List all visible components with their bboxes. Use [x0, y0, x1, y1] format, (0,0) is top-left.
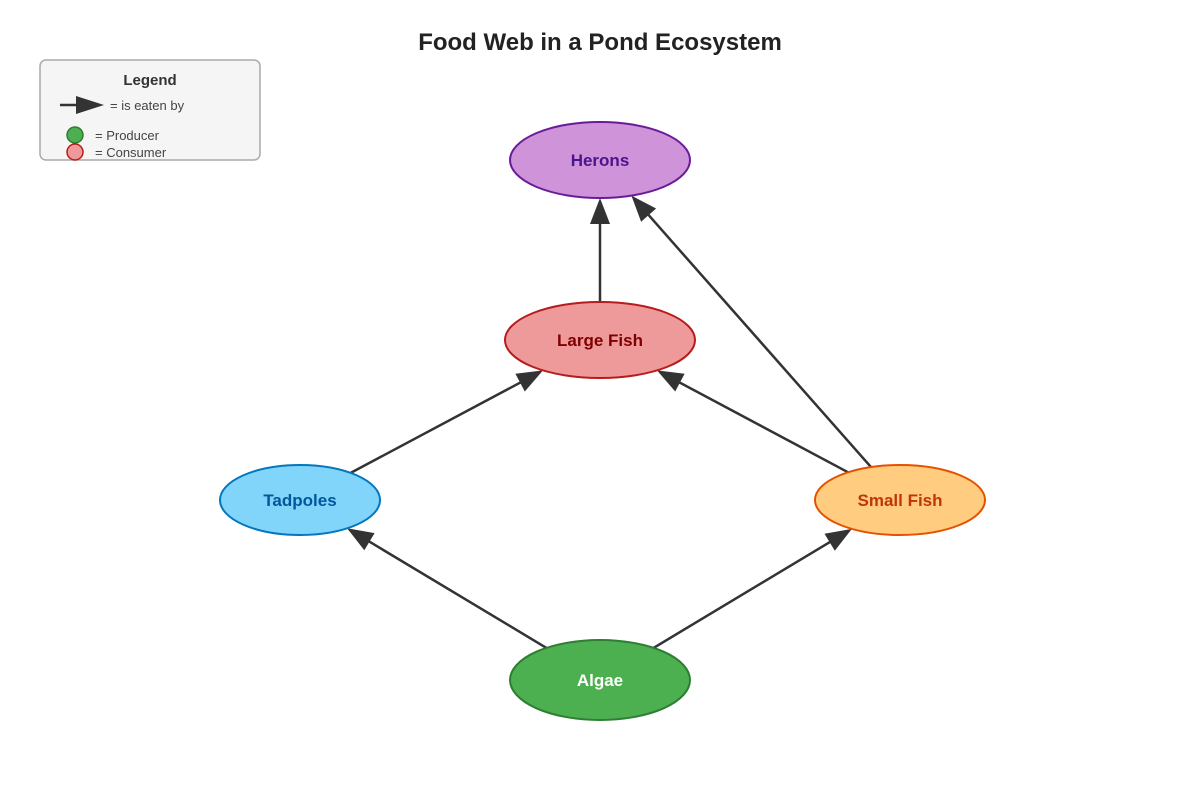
legend-consumer-text: = Consumer — [95, 145, 167, 160]
edge-arrowhead-icon — [824, 528, 852, 551]
edge-algae-to-tadpoles — [347, 528, 548, 649]
legend-box — [39, 59, 261, 161]
node-large-fish-label: Large Fish — [557, 331, 643, 350]
edges — [347, 195, 872, 649]
node-algae: Algae — [509, 639, 691, 721]
legend-consumer-icon — [66, 143, 84, 161]
node-tadpoles: Tadpoles — [219, 464, 381, 536]
node-algae-shape — [509, 639, 691, 721]
edge-line — [350, 379, 525, 475]
edge-arrowhead-icon — [657, 370, 685, 392]
edge-arrowhead-icon — [590, 198, 610, 224]
edge-tadpoles-to-large-fish — [350, 370, 543, 475]
node-small-fish: Small Fish — [814, 464, 986, 536]
node-algae-label: Algae — [577, 671, 623, 690]
edge-line — [645, 211, 872, 468]
node-herons-shape — [509, 121, 691, 199]
edge-line — [675, 379, 849, 474]
node-tadpoles-shape — [219, 464, 381, 536]
edge-arrowhead-icon — [347, 528, 375, 551]
edge-arrowhead-icon — [631, 195, 657, 222]
node-herons-label: Herons — [571, 151, 630, 170]
node-small-fish-shape — [814, 464, 986, 536]
node-tadpoles-label: Tadpoles — [263, 491, 336, 510]
node-large-fish-shape — [504, 301, 696, 379]
legend-title: Legend — [123, 72, 176, 89]
edge-arrowhead-icon — [515, 370, 543, 392]
edge-line — [652, 539, 834, 649]
legend-arrow-text: = is eaten by — [110, 98, 185, 113]
legend-arrow-icon — [60, 96, 104, 114]
edge-small-fish-to-herons — [631, 195, 872, 468]
diagram-title: Food Web in a Pond Ecosystem — [418, 29, 782, 56]
legend-producer-text: = Producer — [95, 128, 160, 143]
legend-producer-icon — [66, 126, 84, 144]
edge-algae-to-small-fish — [652, 528, 852, 649]
edge-large-fish-to-herons — [590, 198, 610, 302]
legend: Legend = is eaten by = Producer = Consum… — [39, 59, 261, 161]
node-small-fish-label: Small Fish — [857, 491, 942, 510]
node-large-fish: Large Fish — [504, 301, 696, 379]
edge-small-fish-to-large-fish — [657, 370, 849, 474]
node-herons: Herons — [509, 121, 691, 199]
edge-line — [365, 538, 548, 649]
